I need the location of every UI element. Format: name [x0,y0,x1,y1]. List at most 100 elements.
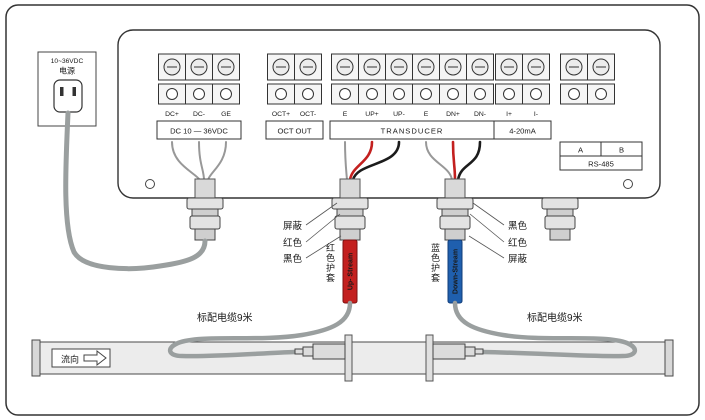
terminal-port [412,83,440,105]
clamp-strap [425,334,434,382]
transducer-block [432,343,466,360]
terminal-screw [587,53,615,81]
power-voltage-label: 10~36VDC [51,58,84,65]
sleeve-downstream-text: Down-Stream [453,249,460,294]
transducer-box-label: TRANSDUCER [381,127,444,136]
terminal-block-current: I+ I- 4-20mA [493,53,552,140]
flow-label: 流向 [61,354,79,365]
pin-label: DC+ [165,111,179,118]
panel-screw-hole-right [623,179,633,189]
pin-label: E [343,111,348,118]
gland-inner-power [194,178,216,199]
wire-color-callouts-left: 屏蔽 红色 黑色 [283,202,342,265]
terminal-port [560,83,588,105]
terminal-block-rs485: A B RS-485 [559,53,643,171]
terminal-block-oct: OCT+ OCT- OCT OUT [265,53,324,140]
wire-color-label-red: 红色 [283,237,303,249]
terminal-screw [385,53,413,81]
terminal-port [385,83,413,105]
leader-line [472,202,505,226]
pin-label: I+ [506,111,512,118]
power-label: 电源 [59,66,75,76]
terminal-port [495,83,523,105]
rs485-b-label: B [619,146,624,155]
rs485-a-label: A [578,146,584,155]
terminal-screw [560,53,588,81]
transducer-connector [302,346,314,357]
terminal-port [358,83,386,105]
current-label-box [493,120,552,140]
clamp-strap [344,334,353,382]
wire-up-shield [344,141,348,181]
gland-inner-upstream [339,178,361,199]
terminal-port [267,83,295,105]
terminal-screw [294,53,322,81]
flow-arrow-icon [83,349,107,367]
downstream-cable [452,300,637,359]
pin-label: I- [534,111,538,118]
leader-line [305,235,342,259]
wire-dn-shield [425,141,453,181]
wire-color-callouts-right: 黑色 红色 屏蔽 [468,202,528,265]
leader-line [305,202,338,226]
pipe-end-right [664,339,674,377]
transducer-downstream [425,334,484,382]
wire-color-label-black: 黑色 [283,253,303,265]
power-plug-icon [53,79,83,113]
sleeve-upstream: Up- Stream 红色护套 [325,239,358,304]
sleeve-upstream-text: Up- Stream [348,253,355,290]
pin-label: E [424,111,429,118]
wire-up-red [348,140,374,182]
transducer-block [312,343,346,360]
terminal-block-transducer: E UP+ UP- E DN+ DN- TRANSDUCER [329,53,495,140]
wire-dc-plus [171,141,201,181]
leader-line [469,213,505,243]
transducer-upstream [294,334,353,382]
panel-screw-hole-left [145,179,155,189]
sleeve-upstream-jacket-label: 红色护套 [325,242,335,283]
pin-label: OCT- [300,111,316,118]
terminal-port [158,83,186,105]
wire-up-black [351,140,401,182]
terminal-port [294,83,322,105]
current-box-label: 4-20mA [509,127,537,136]
pin-label: UP+ [365,111,378,118]
transducer-connector-tip [294,348,304,355]
pipe-end-left [31,339,41,377]
terminal-screw [212,53,240,81]
pipe: 流向 [31,339,674,377]
wire-dc-ge [207,141,227,181]
pipe-body [39,341,667,375]
terminal-screw [185,53,213,81]
terminal-screw [412,53,440,81]
pin-label: UP- [393,111,405,118]
terminal-screw [439,53,467,81]
power-supply-box: 10~36VDC 电源 [37,51,97,127]
terminal-port [331,83,359,105]
pin-label: DN- [474,111,486,118]
pin-label: GE [221,111,231,118]
gland-inner-downstream [444,178,466,199]
wire-color-label-shield: 屏蔽 [508,253,528,265]
wire-color-label-shield: 屏蔽 [283,220,303,232]
transducer-connector [464,346,476,357]
pin-label: DN+ [446,111,460,118]
terminal-screw [358,53,386,81]
pin-label: OCT+ [272,111,290,118]
terminal-screw [495,53,523,81]
rs485-box-label: RS-485 [588,160,614,169]
terminal-port [439,83,467,105]
cable-note-left: 标配电缆9米 [197,311,253,324]
terminal-port [185,83,213,105]
power-cable [63,110,208,272]
terminal-block-dc: DC+ DC- GE DC 10 — 36VDC [156,53,242,140]
wire-color-label-black: 黑色 [508,220,528,232]
wire-dc-minus [198,141,205,181]
leader-line [468,235,505,259]
terminal-screw [466,53,494,81]
pin-label: DC- [193,111,205,118]
terminal-port [522,83,550,105]
sleeve-downstream-jacket-label: 蓝色护套 [430,242,440,283]
